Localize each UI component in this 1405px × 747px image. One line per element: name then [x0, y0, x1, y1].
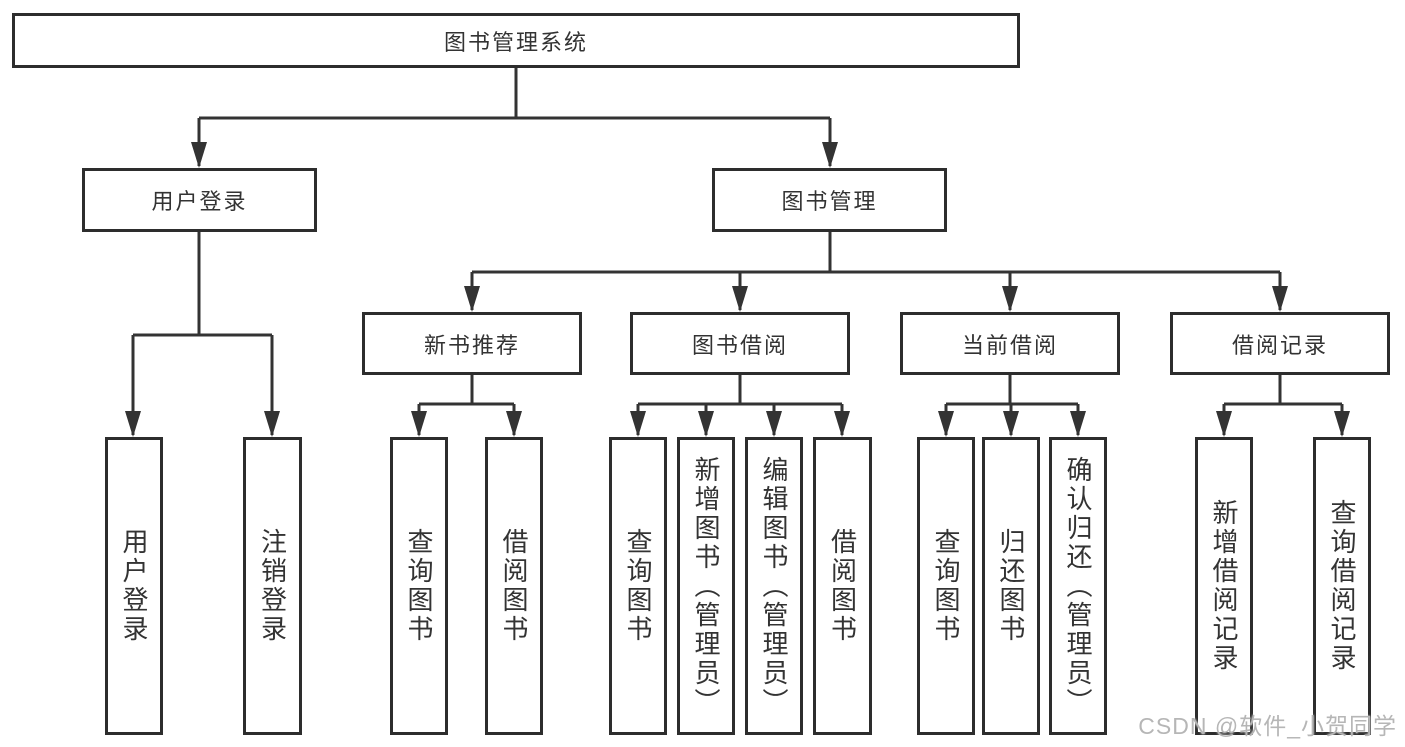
- node-label: 图书管理: [781, 189, 878, 214]
- leaf-label: 新增图书（管理员）: [691, 455, 721, 717]
- leaf-label: 查询借阅记录: [1327, 499, 1357, 673]
- leaf-add-books-admin: 新增图书（管理员）: [677, 437, 735, 735]
- node-root-label: 图书管理系统: [443, 29, 588, 55]
- leaf-query-books-current: 查询图书: [917, 437, 975, 735]
- leaf-borrow-books-recommend: 借阅图书: [485, 437, 543, 735]
- leaf-label: 用户登录: [119, 528, 149, 644]
- node-label: 借阅记录: [1231, 332, 1328, 358]
- node-book-management-branch: 图书管理: [712, 168, 947, 232]
- leaf-edit-books-admin: 编辑图书（管理员）: [745, 437, 803, 735]
- node-user-login-branch: 用户登录: [82, 168, 317, 232]
- leaf-borrow-books: 借阅图书: [813, 437, 872, 735]
- leaf-label: 确认归还（管理员）: [1063, 455, 1093, 717]
- leaf-label: 借阅图书: [827, 528, 858, 644]
- node-current-borrow: 当前借阅: [900, 312, 1120, 375]
- leaf-label: 查询图书: [404, 528, 434, 644]
- csdn-watermark: CSDN @软件_小贺同学: [1138, 713, 1397, 739]
- leaf-user-login: 用户登录: [105, 437, 163, 735]
- leaf-logout: 注销登录: [243, 437, 302, 735]
- leaf-label: 归还图书: [996, 528, 1026, 644]
- node-book-borrow: 图书借阅: [630, 312, 850, 375]
- leaf-confirm-return-admin: 确认归还（管理员）: [1049, 437, 1107, 735]
- leaf-label: 借阅图书: [499, 528, 529, 644]
- leaf-query-borrow-record: 查询借阅记录: [1313, 437, 1371, 735]
- leaf-label: 新增借阅记录: [1209, 499, 1239, 673]
- node-label: 新书推荐: [423, 332, 520, 358]
- leaf-label: 查询图书: [623, 528, 653, 644]
- leaf-query-books-recommend: 查询图书: [390, 437, 448, 735]
- node-borrow-records: 借阅记录: [1170, 312, 1390, 375]
- leaf-label: 查询图书: [931, 528, 961, 644]
- leaf-add-borrow-record: 新增借阅记录: [1195, 437, 1253, 735]
- node-new-book-recommend: 新书推荐: [362, 312, 582, 375]
- leaf-label: 注销登录: [257, 528, 288, 644]
- node-root-system: 图书管理系统: [12, 13, 1020, 68]
- leaf-query-books-borrow: 查询图书: [609, 437, 667, 735]
- node-label: 当前借阅: [961, 332, 1058, 358]
- arrowheads: [125, 142, 1350, 437]
- node-label: 图书借阅: [691, 332, 788, 358]
- leaf-label: 编辑图书（管理员）: [759, 455, 789, 717]
- leaf-return-books: 归还图书: [982, 437, 1040, 735]
- node-label: 用户登录: [151, 189, 248, 214]
